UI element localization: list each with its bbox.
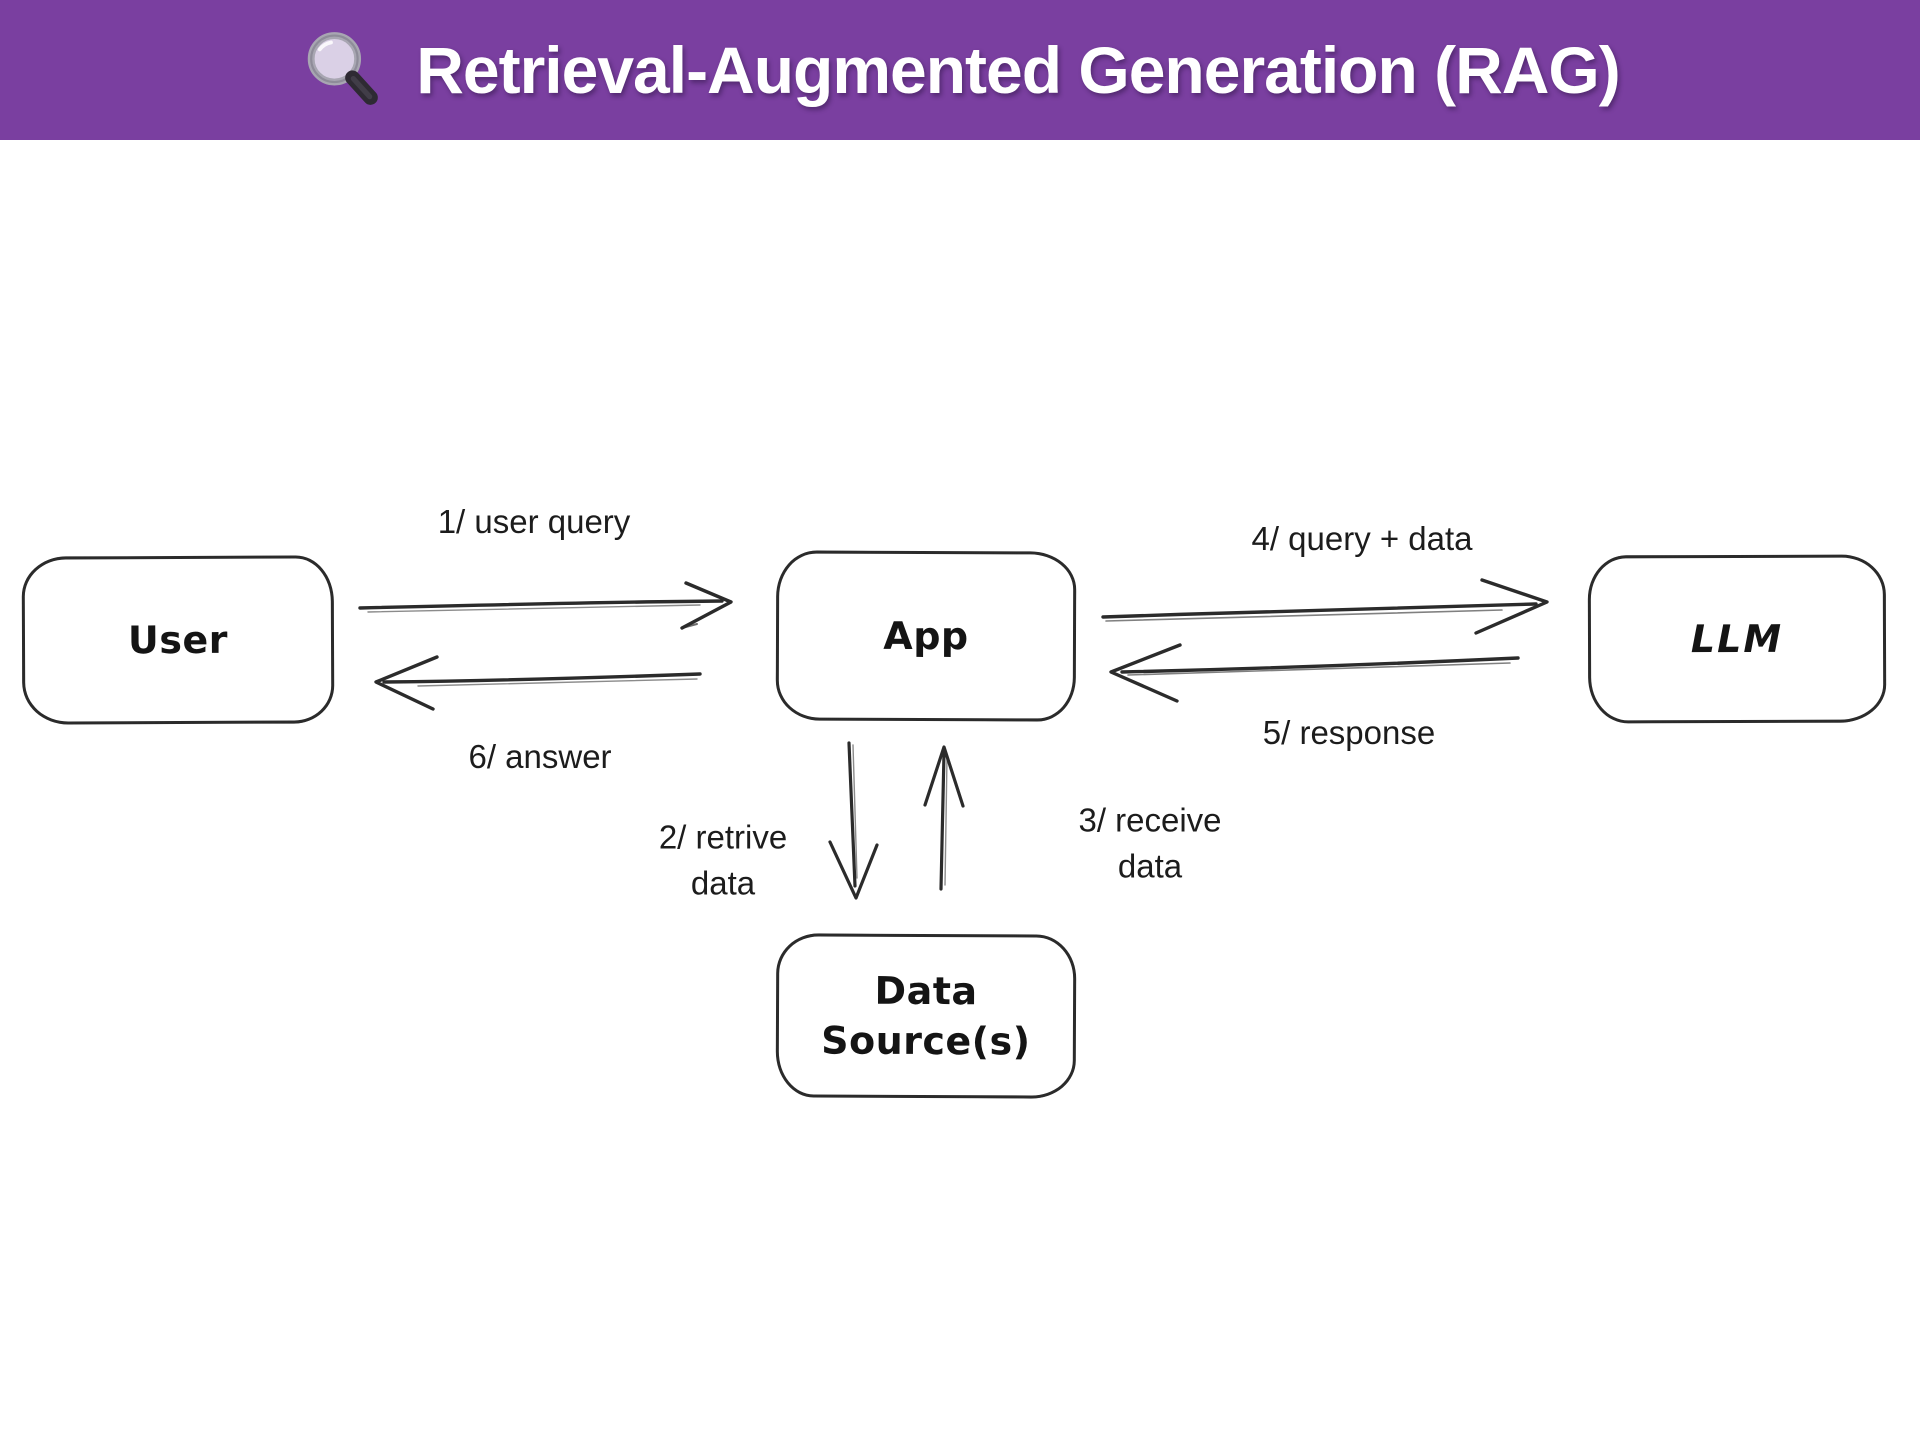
node-app-label: App xyxy=(883,613,969,659)
edge-label-query-plus-data: 4/ query + data xyxy=(1251,520,1473,558)
arrow-query-data xyxy=(1101,578,1549,635)
node-user-label: User xyxy=(127,617,229,663)
slide-title: Retrieval-Augmented Generation (RAG) xyxy=(416,33,1620,107)
node-data-source: Data Source(s) xyxy=(775,933,1077,1099)
node-llm-label: LLM xyxy=(1690,616,1784,662)
magnifying-glass-icon xyxy=(300,27,386,113)
node-data-source-label-line1: Data xyxy=(874,968,978,1014)
edge-label-receive-data-line2: data xyxy=(1117,847,1183,884)
node-data-source-label-line2: Source(s) xyxy=(821,1018,1031,1064)
arrow-response xyxy=(1109,643,1520,703)
edge-label-answer: 6/ answer xyxy=(468,738,612,776)
arrow-answer xyxy=(374,655,702,711)
title-bar: Retrieval-Augmented Generation (RAG) xyxy=(0,0,1920,140)
node-data-source-label: Data Source(s) xyxy=(821,965,1031,1066)
edge-label-retrieve-data-line1: 2/ retrive xyxy=(658,818,788,856)
arrow-receive-data xyxy=(923,745,965,891)
node-user: User xyxy=(21,555,335,725)
arrow-user-query xyxy=(358,581,733,630)
node-app: App xyxy=(775,550,1077,722)
node-llm: LLM xyxy=(1587,554,1887,724)
arrow-retrieve-data xyxy=(828,741,879,900)
edge-label-receive-data-line1: 3/ receive xyxy=(1078,801,1222,839)
edge-label-response: 5/ response xyxy=(1262,714,1436,752)
edge-label-receive-data: 3/ receive data xyxy=(1078,797,1221,888)
edge-label-retrieve-data-line2: data xyxy=(690,864,756,901)
edge-label-user-query: 1/ user query xyxy=(437,503,631,541)
edge-label-retrieve-data: 2/ retrive data xyxy=(659,814,787,905)
